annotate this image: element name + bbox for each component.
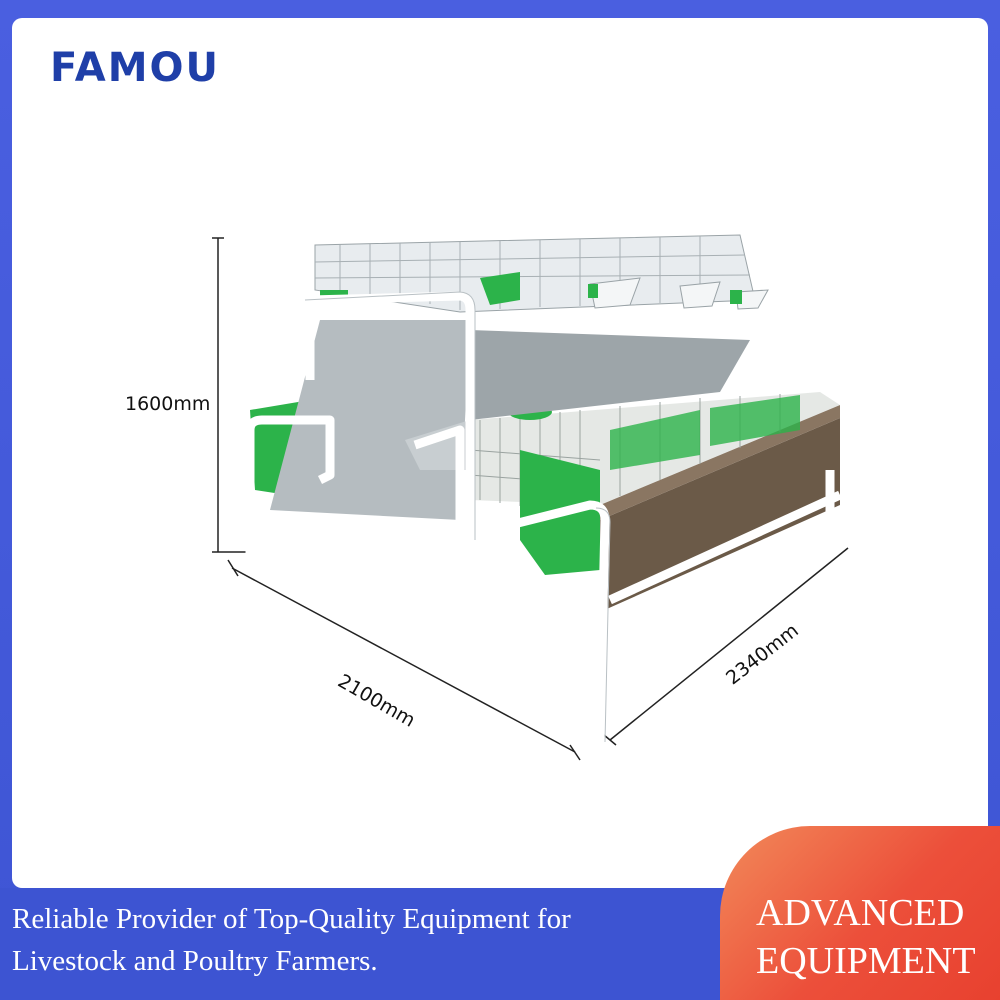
height-dimension-label: 1600mm <box>125 393 211 415</box>
badge-line-1: ADVANCED <box>756 892 965 934</box>
badge-line-2: EQUIPMENT <box>756 940 976 982</box>
brand-logo: FAMOU <box>50 45 220 91</box>
tagline-line-1: Reliable Provider of Top-Quality Equipme… <box>12 903 571 935</box>
dropping-tray <box>270 320 750 520</box>
footer-tagline: Reliable Provider of Top-Quality Equipme… <box>12 898 732 982</box>
badge-text: ADVANCED EQUIPMENT <box>756 889 996 985</box>
frame-outline <box>304 291 611 743</box>
dimension-lines <box>212 237 849 761</box>
advanced-equipment-badge <box>720 826 1000 1000</box>
tagline-line-2: Livestock and Poultry Farmers. <box>12 945 378 977</box>
